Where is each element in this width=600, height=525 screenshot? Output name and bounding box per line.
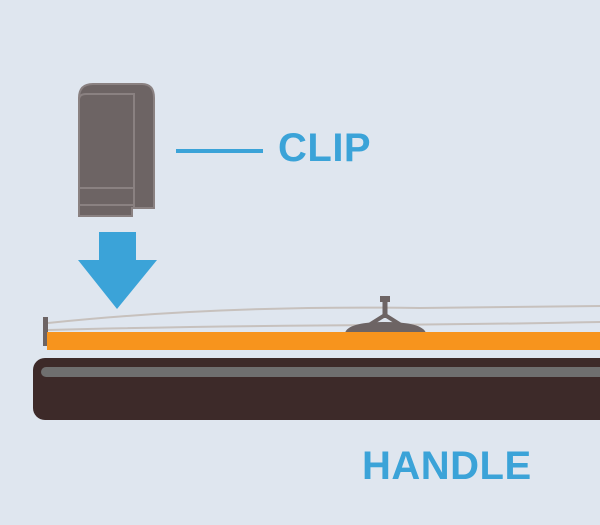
clip-front-face <box>78 93 135 208</box>
clip-part <box>78 83 155 217</box>
orange-bar <box>47 332 600 350</box>
clip-label: CLIP <box>278 126 372 170</box>
tension-string-lower <box>47 321 600 331</box>
clip-body <box>78 83 155 217</box>
arrow-down-icon <box>78 232 157 309</box>
handle-base <box>33 358 600 420</box>
handle-label: HANDLE <box>362 444 532 488</box>
center-mount <box>345 296 426 333</box>
end-post <box>43 317 48 346</box>
tension-string <box>47 305 600 324</box>
